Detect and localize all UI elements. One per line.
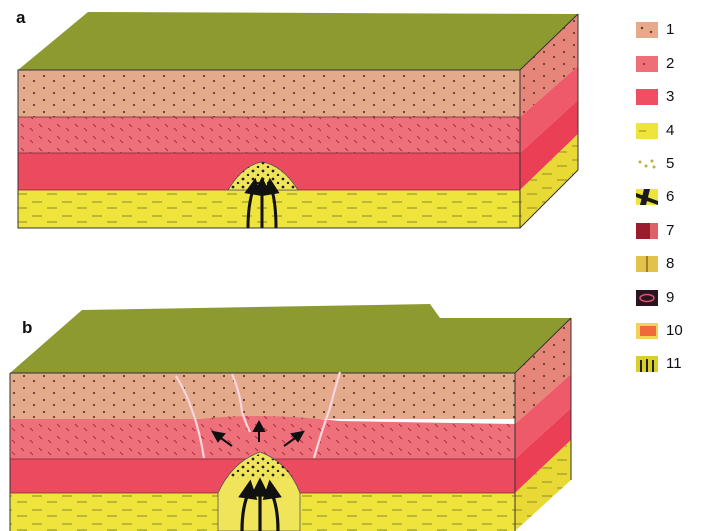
legend-item-11: 11 <box>636 354 706 374</box>
legend-number: 2 <box>666 55 674 72</box>
orange-red-swatch-icon <box>636 323 658 339</box>
sandstone-dotted-swatch-icon <box>636 22 658 38</box>
red-dotted-swatch-icon <box>636 56 658 72</box>
panel-label-b: b <box>22 318 32 338</box>
black-lens-swatch-icon <box>636 290 658 306</box>
legend-number: 4 <box>666 122 674 139</box>
legend-item-9: 9 <box>636 288 706 308</box>
dark-red-swatch-icon <box>636 223 658 239</box>
yellow-brown-swatch-icon <box>636 256 658 272</box>
legend-number: 1 <box>666 21 674 38</box>
red-dashed-swatch-icon <box>636 89 658 105</box>
legend-number: 6 <box>666 188 674 205</box>
yellow-dashed-swatch-icon <box>636 123 658 139</box>
legend-number: 7 <box>666 222 674 239</box>
legend-item-6: 6 <box>636 187 706 207</box>
legend-number: 11 <box>666 355 682 372</box>
panel-label-a: a <box>16 8 25 28</box>
legend-item-4: 4 <box>636 121 706 141</box>
block-b <box>10 304 571 531</box>
legend-number: 3 <box>666 88 674 105</box>
dotted-yellow-swatch-icon <box>636 156 658 172</box>
legend-number: 9 <box>666 289 674 306</box>
legend-item-1: 1 <box>636 20 706 40</box>
legend-number: 8 <box>666 255 674 272</box>
legend-number: 5 <box>666 155 674 172</box>
block-b-top-surface <box>10 304 571 373</box>
block-a <box>18 12 578 228</box>
legend-item-7: 7 <box>636 221 706 241</box>
legend-item-2: 2 <box>636 54 706 74</box>
fluid-arrows-swatch-icon <box>636 356 658 372</box>
legend-number: 10 <box>666 322 683 339</box>
legend-item-3: 3 <box>636 87 706 107</box>
legend-item-5: 5 <box>636 154 706 174</box>
black-yellow-fault-swatch-icon <box>636 189 658 205</box>
legend-item-10: 10 <box>636 321 706 341</box>
legend-item-8: 8 <box>636 254 706 274</box>
block-a-top-surface <box>18 12 578 70</box>
